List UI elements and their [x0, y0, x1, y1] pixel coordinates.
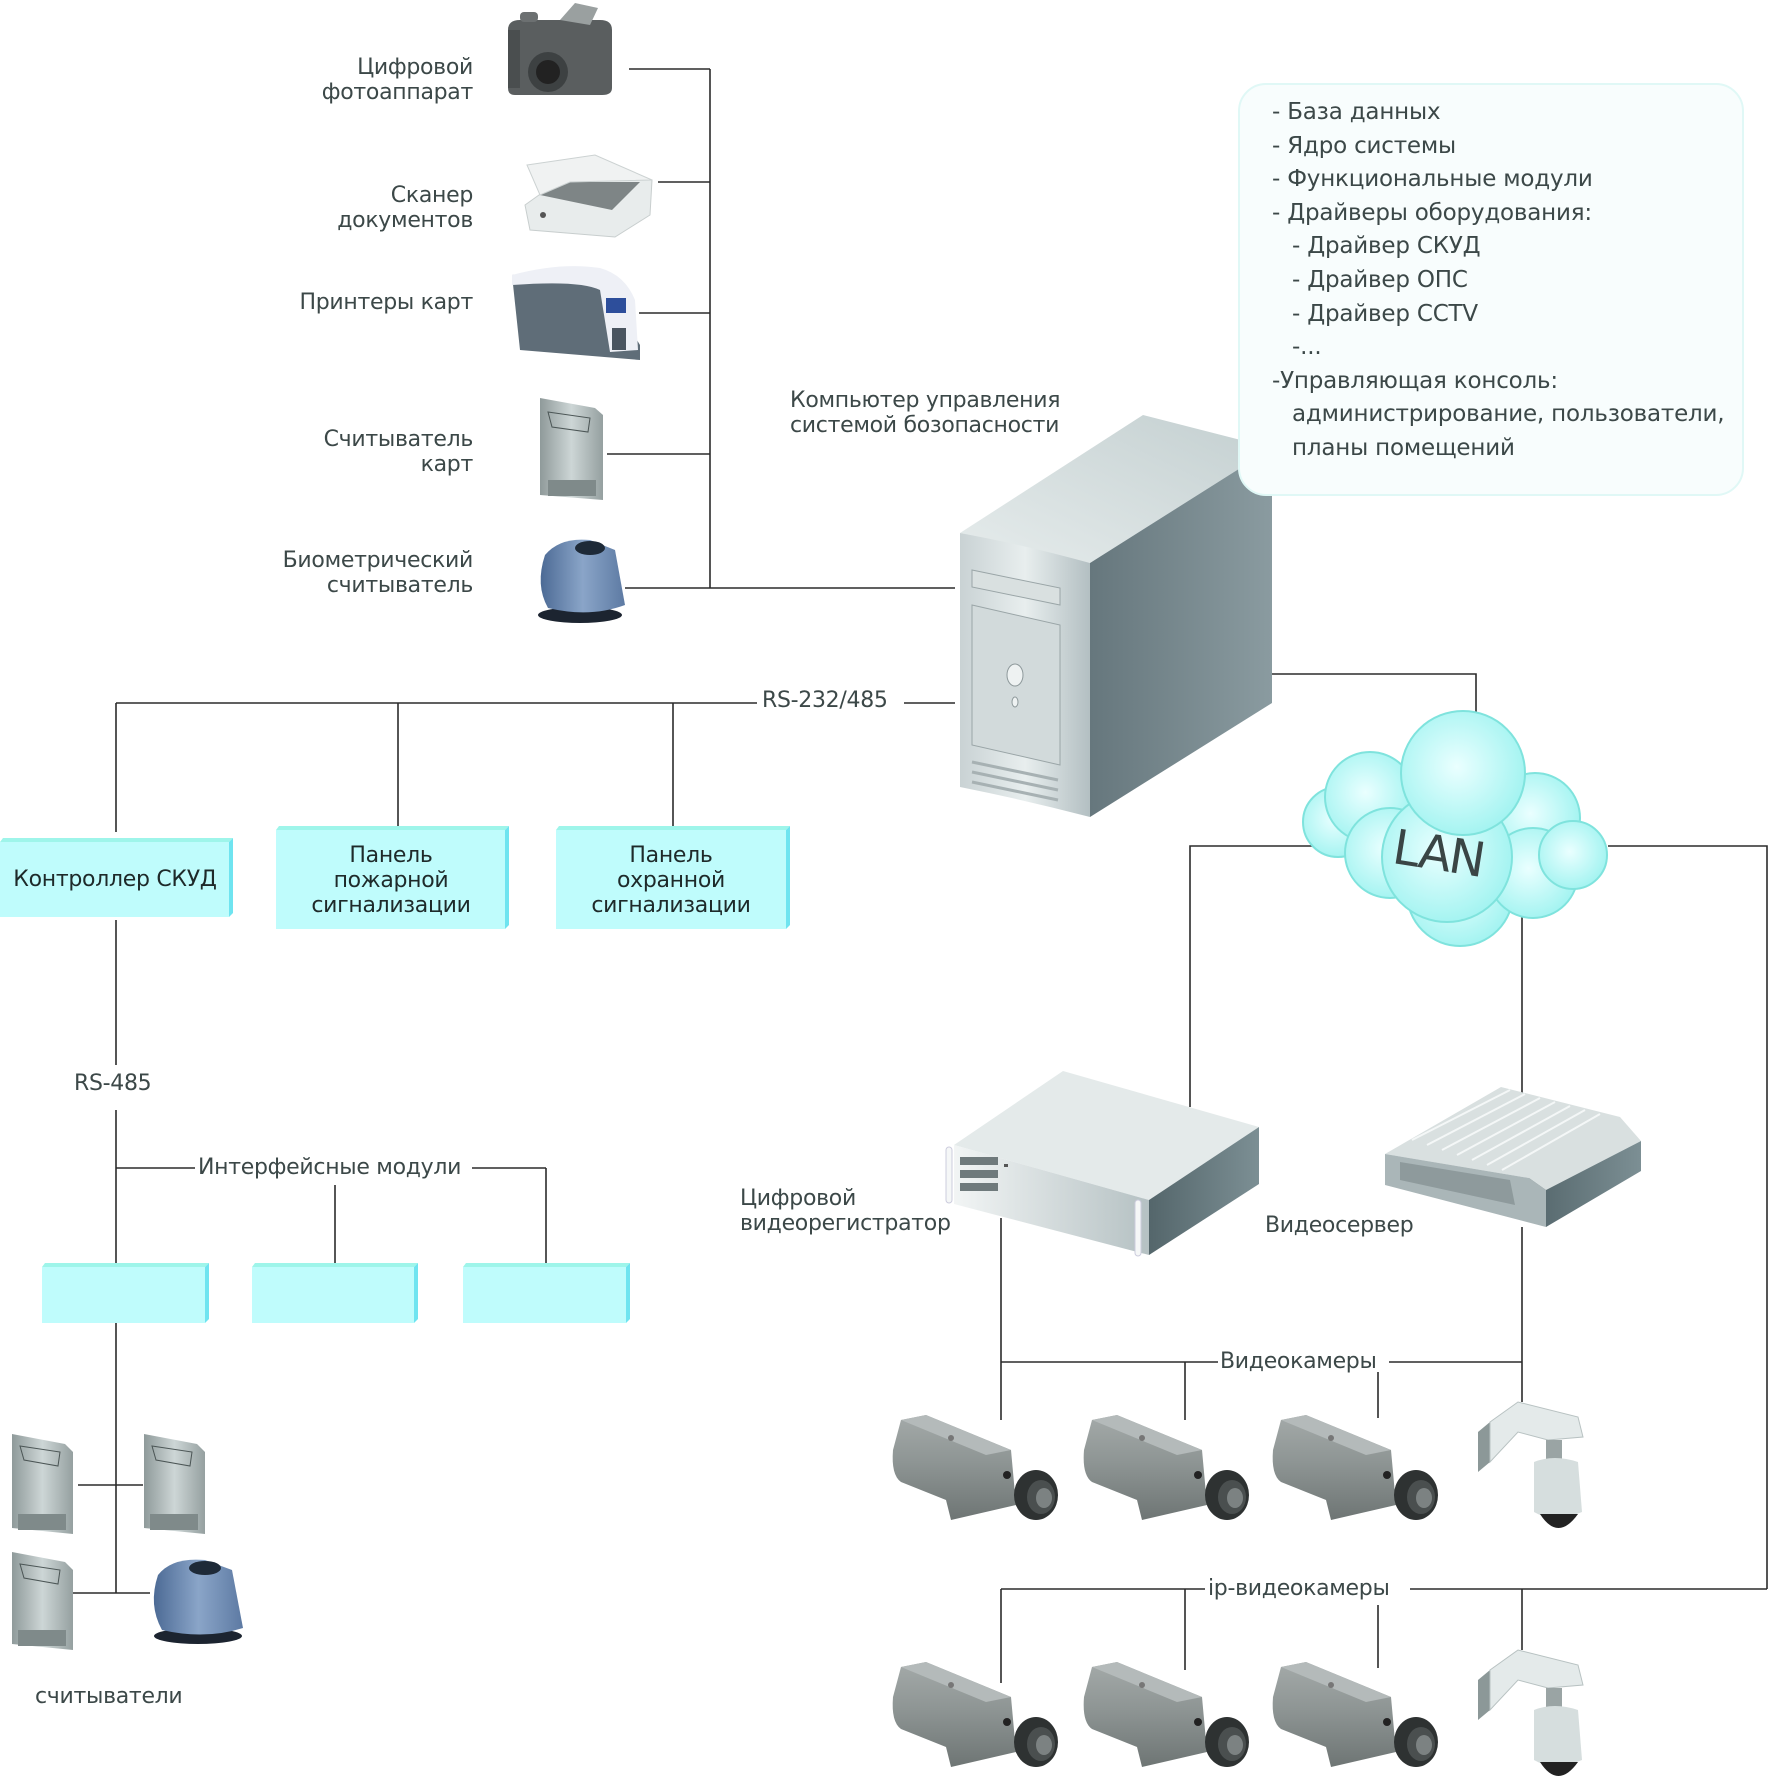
fire-panel-shape	[276, 826, 509, 929]
software-list-item: - Драйверы оборудования:	[1272, 199, 1592, 226]
panel-boxes	[0, 826, 790, 1323]
software-list-item: -Управляющая консоль:	[1272, 367, 1558, 394]
rs232-label: RS-232/485	[762, 688, 888, 713]
ip-camera-icon	[1272, 1662, 1438, 1767]
interface-module-shape	[252, 1263, 418, 1323]
label-line: Считыватель	[323, 427, 474, 452]
peripheral-label-printer: Принтеры карт	[260, 290, 473, 315]
video-camera-icon	[892, 1415, 1058, 1520]
computer-lan-link	[1272, 673, 1477, 729]
label-line: карт	[420, 452, 474, 477]
label-line: охранной	[616, 867, 726, 893]
dome-camera-icon	[1478, 1401, 1584, 1528]
videoserver-icon	[1385, 1087, 1641, 1227]
card-printer-icon	[512, 266, 640, 360]
card-reader-icon	[144, 1434, 205, 1534]
ip-camera-icon	[892, 1662, 1058, 1767]
biometric-reader-icon	[153, 1559, 243, 1644]
software-list-item: - Драйвер СКУД	[1292, 233, 1481, 260]
peripheral-label-biometric: Биометрический считыватель	[240, 548, 474, 598]
peripheral-label-camera: Цифровой фотоаппарат	[260, 55, 474, 105]
readers-label: считыватели	[35, 1684, 183, 1709]
interface-module-shape	[463, 1263, 630, 1323]
software-list-item: -...	[1292, 334, 1322, 361]
videocameras-label: Видеокамеры	[1220, 1349, 1377, 1374]
security-computer-tower	[960, 415, 1272, 817]
photo-camera-icon	[508, 3, 612, 95]
label-line: сигнализации	[311, 892, 471, 918]
label-line: видеорегистратор	[740, 1211, 951, 1236]
label-line: системой бозопасности	[790, 413, 1060, 438]
label-line: Принтеры карт	[299, 290, 473, 315]
software-list-item: - Драйвер CCTV	[1292, 300, 1478, 327]
document-scanner-icon	[524, 154, 653, 238]
software-components-box: - База данных - Ядро системы - Функциональ…	[1238, 83, 1744, 496]
label-line: Цифровой	[357, 55, 473, 80]
biometric-reader-icon	[538, 539, 625, 623]
software-list-item: администрирование, пользователи,	[1292, 401, 1725, 428]
skud-controller-box[interactable]: Контроллер СКУД	[0, 841, 230, 917]
ip-dome-camera-icon	[1478, 1649, 1584, 1776]
card-reader-icon	[12, 1552, 73, 1650]
camera-rows	[892, 1401, 1584, 1776]
label-line: сигнализации	[591, 892, 751, 918]
label-line: документов	[337, 208, 473, 233]
interface-module-shape	[42, 1263, 209, 1323]
dvr-icon	[945, 1071, 1259, 1257]
fire-alarm-panel-box[interactable]: Панель пожарной сигнализации	[276, 831, 506, 929]
software-list-item: планы помещений	[1292, 435, 1515, 461]
video-camera-icon	[1083, 1415, 1249, 1520]
lan-dvr-link	[1189, 845, 1316, 1107]
interface-modules-label: Интерфейсные модули	[198, 1155, 462, 1180]
label-line: считыватель	[326, 573, 473, 598]
label-line: пожарной	[333, 867, 449, 893]
security-panel-shape	[556, 826, 790, 929]
label-line: Панель	[629, 842, 713, 868]
rs485-label: RS-485	[74, 1071, 152, 1096]
videoserver-label: Видеосервер	[1265, 1213, 1414, 1238]
ip-cameras-label: ip-видеокамеры	[1208, 1576, 1390, 1601]
software-list-item: - Функциональные модули	[1272, 166, 1593, 193]
label-line: Биометрический	[282, 548, 474, 573]
lan-ip-cameras-link	[1608, 845, 1768, 1589]
card-reader-icon	[540, 398, 603, 500]
video-camera-icon	[1272, 1415, 1438, 1520]
label-line: Цифровой	[740, 1186, 856, 1211]
reader-group	[12, 1434, 243, 1650]
software-list-item: - Ядро системы	[1272, 132, 1456, 159]
connector-lines	[73, 68, 1768, 1683]
label-line: Панель	[349, 842, 433, 868]
label-line: Сканер	[390, 183, 474, 208]
software-list-item: - Драйвер ОПС	[1292, 267, 1468, 293]
software-list-item: - База данных	[1272, 99, 1441, 125]
card-reader-icon	[12, 1434, 73, 1534]
skud-controller-shape	[0, 838, 233, 917]
ip-camera-icon	[1083, 1662, 1249, 1767]
dvr-label: Цифровой видеорегистратор	[740, 1186, 951, 1236]
peripheral-label-card-reader: Считыватель карт	[260, 427, 474, 477]
security-alarm-panel-box[interactable]: Панель охранной сигнализации	[556, 831, 786, 929]
peripheral-label-scanner: Сканер документов	[260, 183, 473, 233]
label-line: Контроллер СКУД	[13, 866, 217, 892]
computer-title: Компьютер управления системой бозопаснос…	[790, 388, 1060, 438]
lan-cloud-icon[interactable]	[1302, 710, 1608, 947]
label-line: Компьютер управления	[790, 388, 1061, 413]
label-line: фотоаппарат	[321, 80, 474, 105]
